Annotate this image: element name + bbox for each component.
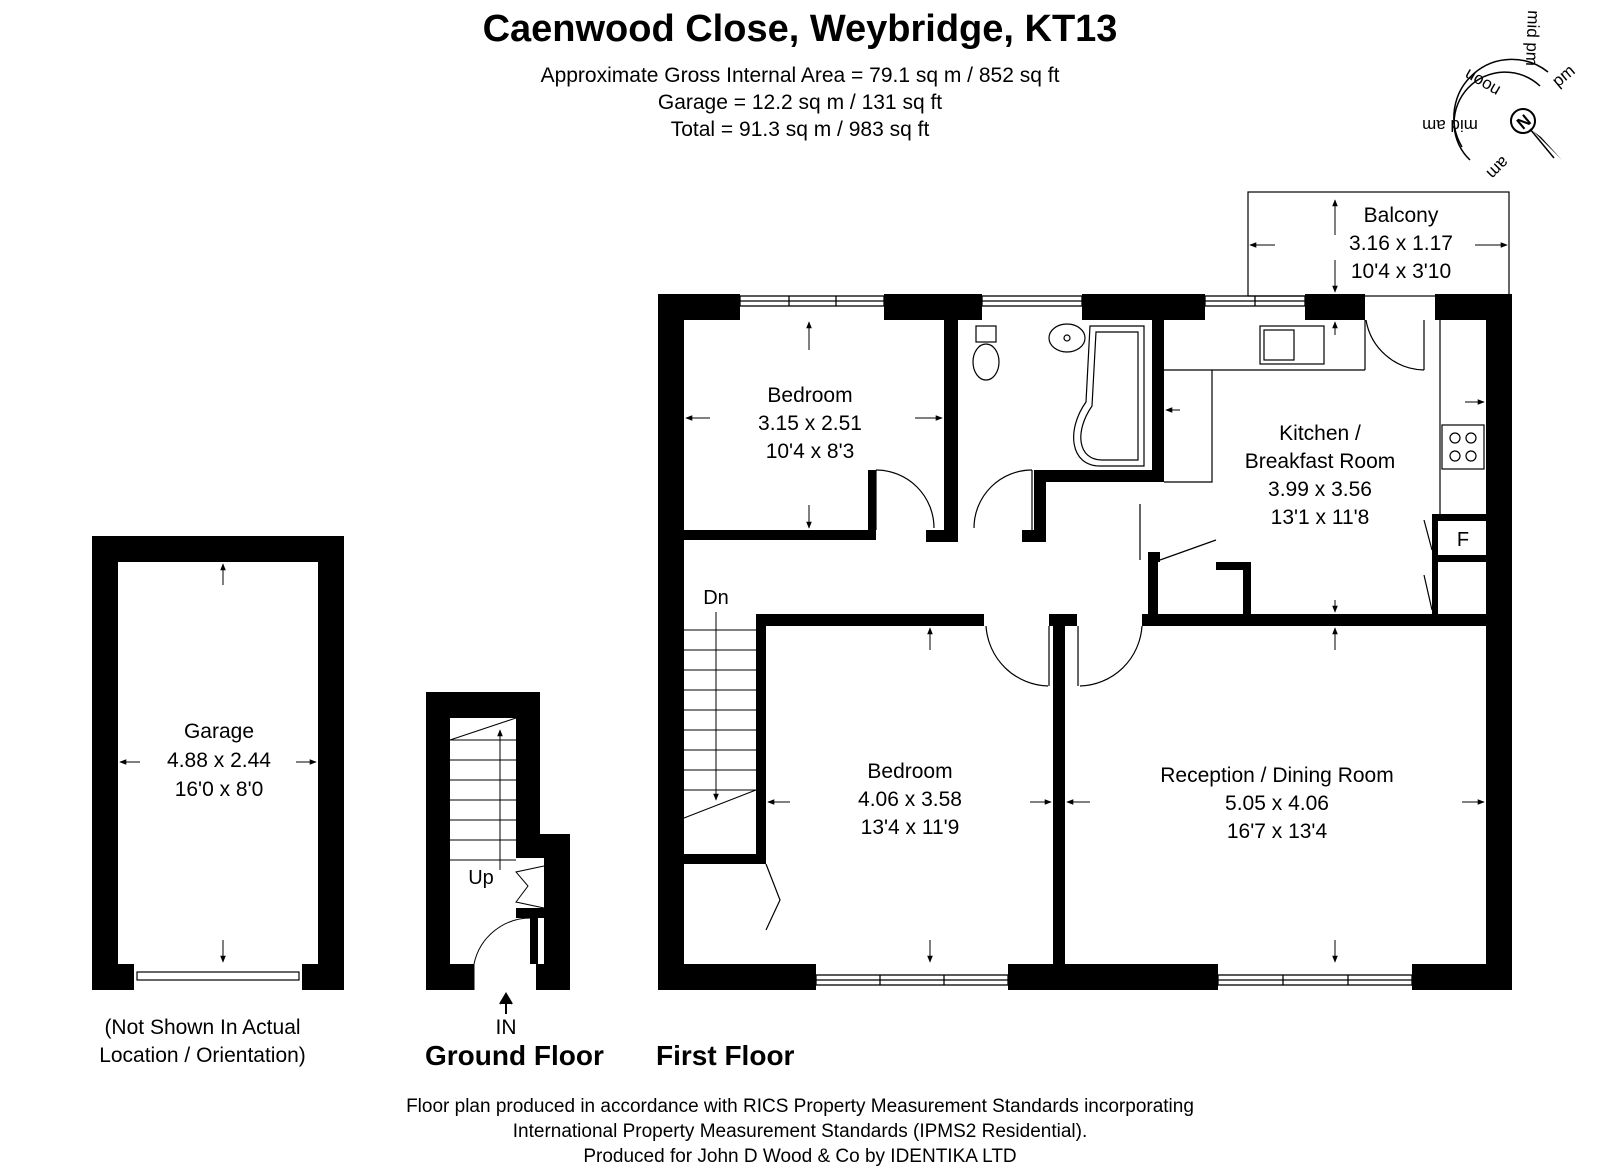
bedroom2-imperial: 13'4 x 11'9 bbox=[861, 816, 960, 839]
compass-label-noon: noon bbox=[1461, 65, 1503, 100]
bedroom1-name: Bedroom bbox=[767, 384, 852, 407]
footer: Floor plan produced in accordance with R… bbox=[0, 1094, 1600, 1169]
entrance-label: IN bbox=[496, 1016, 517, 1039]
garage-name: Garage bbox=[184, 720, 254, 743]
footer-line3: Produced for John D Wood & Co by IDENTIK… bbox=[583, 1146, 1017, 1167]
garage-metric: 4.88 x 2.44 bbox=[167, 749, 271, 772]
stairs-down-label: Dn bbox=[703, 587, 729, 609]
compass-icon: N mid pm pm noon mid am am bbox=[1422, 10, 1578, 183]
bedroom1-metric: 3.15 x 2.51 bbox=[758, 412, 862, 435]
bedroom2-metric: 4.06 x 3.58 bbox=[858, 788, 962, 811]
garage-note-line2: Location / Orientation) bbox=[99, 1044, 306, 1067]
bedroom1-imperial: 10'4 x 8'3 bbox=[766, 440, 855, 463]
compass-label-pm: pm bbox=[1548, 61, 1578, 91]
kitchen-name-line2: Breakfast Room bbox=[1245, 450, 1396, 473]
compass-label-midam: mid am bbox=[1422, 116, 1478, 135]
entrance-arrow-icon bbox=[499, 992, 513, 1014]
footer-line2: International Property Measurement Stand… bbox=[512, 1121, 1088, 1142]
garage-note: (Not Shown In Actual Location / Orientat… bbox=[70, 1014, 335, 1070]
gross-area-text: Approximate Gross Internal Area = 79.1 s… bbox=[540, 64, 1060, 87]
reception-metric: 5.05 x 4.06 bbox=[1225, 792, 1329, 815]
compass-label-midpm: mid pm bbox=[1522, 10, 1543, 66]
stairs-up-label: Up bbox=[468, 867, 494, 889]
ground-floor-label: Ground Floor bbox=[425, 1040, 604, 1071]
first-floor-label: First Floor bbox=[656, 1040, 795, 1071]
ground-floor-plan: Up IN bbox=[426, 692, 570, 1039]
garage-plan: Garage 4.88 x 2.44 16'0 x 8'0 bbox=[92, 536, 344, 990]
compass-label-am: am bbox=[1483, 153, 1513, 183]
reception-name: Reception / Dining Room bbox=[1160, 764, 1393, 787]
fridge-label: F bbox=[1457, 529, 1469, 551]
garage-area-text: Garage = 12.2 sq m / 131 sq ft bbox=[657, 91, 943, 114]
footer-line1: Floor plan produced in accordance with R… bbox=[406, 1096, 1194, 1117]
garage-note-line1: (Not Shown In Actual bbox=[104, 1016, 301, 1039]
kitchen-metric: 3.99 x 3.56 bbox=[1268, 478, 1372, 501]
kitchen-name-line1: Kitchen / bbox=[1279, 422, 1361, 445]
kitchen-imperial: 13'1 x 11'8 bbox=[1271, 506, 1370, 529]
balcony-outline bbox=[1247, 191, 1510, 297]
balcony-name: Balcony bbox=[1364, 204, 1439, 227]
total-area-text: Total = 91.3 sq m / 983 sq ft bbox=[670, 118, 930, 141]
balcony-metric: 3.16 x 1.17 bbox=[1349, 232, 1453, 255]
first-floor-plan: Balcony 3.16 x 1.17 10'4 x 3'10 Bedroom … bbox=[658, 191, 1512, 990]
reception-imperial: 16'7 x 13'4 bbox=[1227, 820, 1328, 843]
bedroom2-name: Bedroom bbox=[867, 760, 952, 783]
garage-imperial: 16'0 x 8'0 bbox=[175, 778, 264, 801]
page-title: Caenwood Close, Weybridge, KT13 bbox=[482, 8, 1118, 50]
balcony-imperial: 10'4 x 3'10 bbox=[1351, 260, 1451, 283]
